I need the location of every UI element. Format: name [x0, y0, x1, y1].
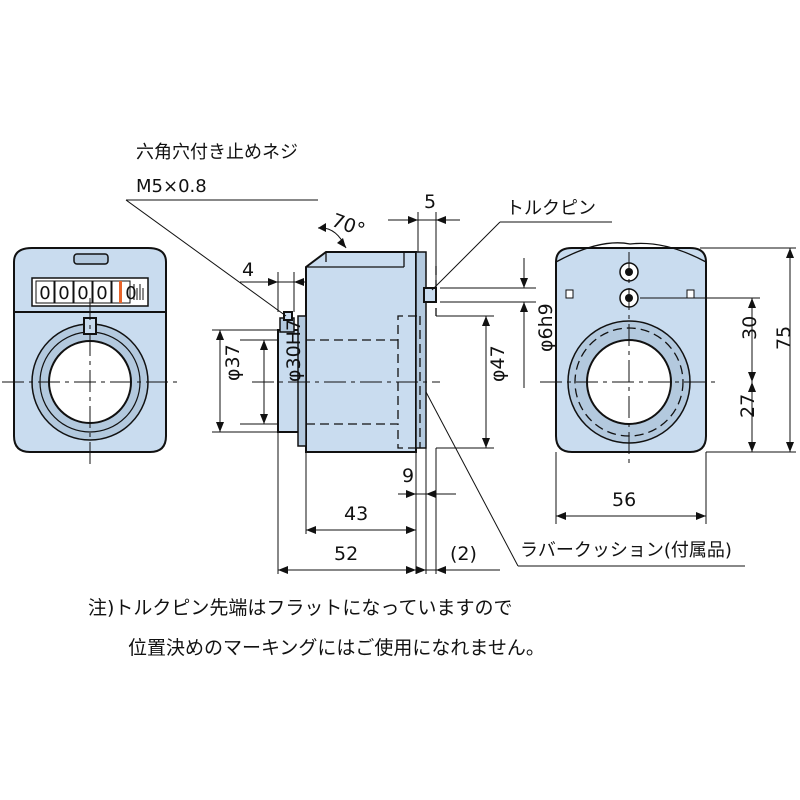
set-screw-size-label: M5×0.8 [136, 176, 207, 197]
set-screw-label: 六角穴付き止めネジ [136, 142, 298, 163]
counter-orange-marker [119, 281, 122, 303]
torque-pin [423, 287, 437, 303]
note-line-1: 注)トルクピン先端はフラットになっていますので [88, 597, 512, 619]
side-view [277, 251, 437, 453]
dim-4: 4 [242, 259, 254, 281]
dim-phi6h9: φ6h9 [535, 303, 557, 352]
rubber-cushion-label: ラバークッション(付属品) [520, 540, 732, 561]
dim-phi37: φ37 [222, 344, 244, 381]
dim-27: 27 [737, 394, 759, 418]
torque-pin-label: トルクピン [506, 198, 596, 219]
back-view [555, 242, 707, 453]
dim-52: 52 [334, 543, 358, 565]
counter-digit-3: 0 [77, 283, 88, 304]
dim-5: 5 [424, 191, 436, 213]
counter-digit-2: 0 [58, 283, 69, 304]
counter-digit-1: 0 [39, 283, 50, 304]
note-line-2: 位置決めのマーキングにはご使用になれません。 [128, 637, 545, 659]
leader-lines [125, 199, 745, 567]
counter-digit-5: 0 [125, 283, 136, 304]
dim-phi30h7: φ30H7 [283, 319, 305, 382]
counter-digits: 0 0 0 0 0 [35, 280, 137, 304]
dim-2: (2) [450, 543, 477, 565]
dim-56: 56 [612, 489, 636, 511]
dim-9: 9 [402, 465, 414, 487]
dim-phi47: φ47 [487, 345, 509, 382]
center-lines [2, 252, 720, 466]
dim-43: 43 [344, 503, 368, 525]
counter-digit-4: 0 [96, 283, 107, 304]
dim-75: 75 [773, 326, 795, 350]
dimension-lines [212, 212, 796, 574]
dim-30: 30 [739, 316, 761, 340]
angle-label: 70° [329, 209, 368, 241]
